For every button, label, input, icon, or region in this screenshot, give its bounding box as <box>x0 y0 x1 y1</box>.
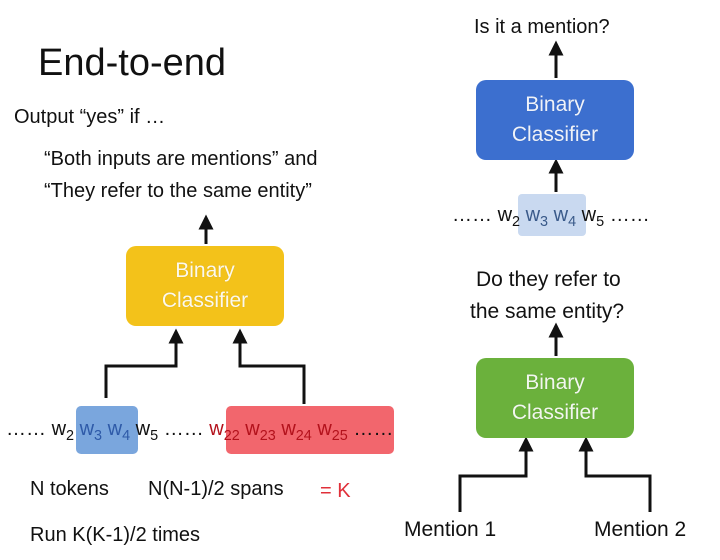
mention-question: Is it a mention? <box>474 16 610 38</box>
left-token-sequence: …… w2 w3 w4 w5 …… w22 w23 w24 w25 …… <box>6 418 393 444</box>
right-token-w4: w4 <box>553 204 577 231</box>
left-binary-classifier: Binary Classifier <box>126 246 284 326</box>
top-classifier-line2: Classifier <box>511 123 599 146</box>
left-lead-dots: …… <box>6 418 46 440</box>
refer-question-line1: Do they refer to <box>476 268 621 291</box>
left-classifier-line1: Binary <box>175 259 235 282</box>
arrow-span2-to-classifier <box>232 328 306 404</box>
output-condition-intro: Output “yes” if … <box>14 106 166 128</box>
top-classifier-line1: Binary <box>525 93 585 116</box>
bottom-right-binary-classifier: Binary Classifier <box>476 358 634 438</box>
left-classifier-line2: Classifier <box>161 289 249 312</box>
left-tail-dots: …… <box>353 418 394 440</box>
left-mid-dots: …… <box>163 418 204 440</box>
n-spans-label: N(N-1)/2 spans <box>148 478 284 500</box>
top-right-binary-classifier: Binary Classifier <box>476 80 634 160</box>
bottom-classifier-line1: Binary <box>525 371 585 394</box>
condition-line-1: “Both inputs are mentions” and <box>44 148 318 170</box>
token-w4: w4 <box>107 418 131 445</box>
span-highlight-w22-w25 <box>226 406 394 454</box>
arrow-span1-to-classifier <box>104 328 184 398</box>
span-highlight-w3-w4 <box>76 406 138 454</box>
run-times-label: Run K(K-1)/2 times <box>30 524 201 546</box>
arrow-mention1-to-classifier <box>458 436 534 512</box>
token-w23: w23 <box>245 418 276 445</box>
mention-1-label: Mention 1 <box>404 518 497 541</box>
token-w5: w5 <box>135 418 159 445</box>
token-w2: w2 <box>51 418 75 445</box>
token-w25: w25 <box>317 418 348 445</box>
token-w24: w24 <box>281 418 312 445</box>
equals-k-label: = K <box>320 480 351 502</box>
right-token-w3: w3 <box>525 204 549 231</box>
token-w22: w22 <box>209 418 240 445</box>
condition-line-2: “They refer to the same entity” <box>44 180 312 202</box>
page-title: End-to-end <box>38 42 227 84</box>
right-span-highlight <box>518 194 586 236</box>
arrow-mention2-to-classifier <box>578 436 652 512</box>
refer-question-line2: the same entity? <box>470 300 625 323</box>
n-tokens-label: N tokens <box>30 478 109 500</box>
right-lead-dots: …… <box>452 204 492 226</box>
token-w3: w3 <box>79 418 103 445</box>
right-token-w5: w5 <box>581 204 605 231</box>
bottom-classifier-line2: Classifier <box>511 401 599 424</box>
mention-2-label: Mention 2 <box>594 518 687 541</box>
right-token-sequence: …… w2 w3 w4 w5 …… <box>452 204 650 230</box>
right-tail-dots: …… <box>609 204 650 226</box>
right-token-w2: w2 <box>497 204 521 231</box>
